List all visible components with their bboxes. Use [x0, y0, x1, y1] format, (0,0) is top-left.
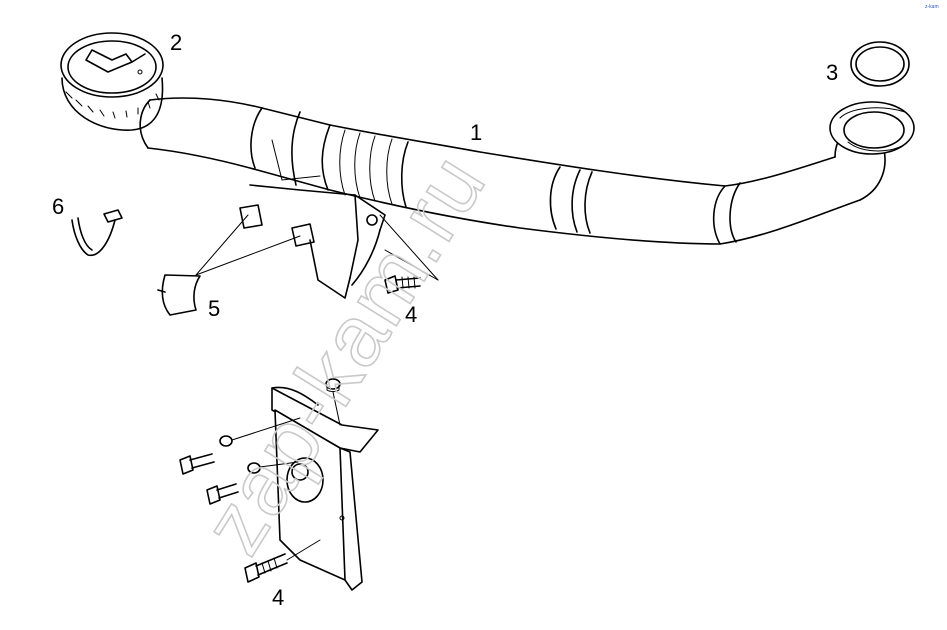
screw-upper: [379, 214, 439, 294]
seal-ring: [850, 41, 910, 87]
bolts-washers: [179, 417, 321, 583]
lower-bracket: [271, 386, 379, 591]
callout-1: 1: [470, 120, 482, 145]
filler-cap: [60, 32, 164, 131]
clip-parts: [157, 214, 301, 316]
callout-4-lower: 4: [272, 585, 284, 610]
filler-tube: [139, 97, 915, 245]
callout-5: 5: [208, 296, 220, 321]
corner-mark: z-kam: [925, 4, 939, 10]
strap-clip: [71, 209, 123, 256]
callout-3: 3: [826, 60, 838, 85]
nut: [325, 378, 341, 426]
callout-4-upper: 4: [405, 302, 417, 327]
watermark: zap-kam.ru: [185, 137, 505, 570]
tube-bracket: [239, 139, 386, 299]
callout-2: 2: [170, 30, 182, 55]
callout-6: 6: [52, 194, 64, 219]
